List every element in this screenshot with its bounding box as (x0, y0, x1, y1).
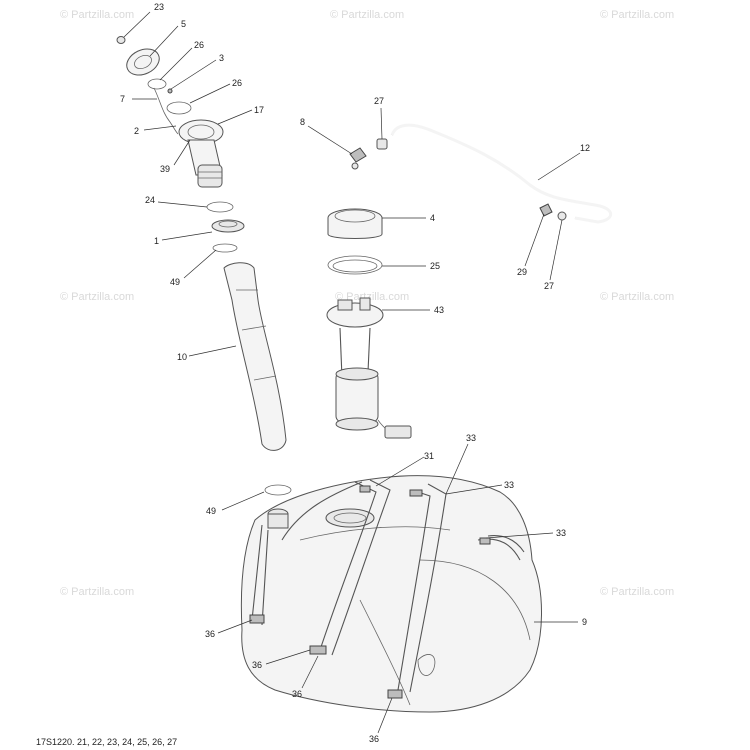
callout-26: 26 (232, 78, 242, 88)
part-filler-hose (223, 262, 287, 451)
callout-43: 43 (434, 305, 444, 315)
fuel-pump-assembly (326, 208, 412, 439)
callout-8: 8 (300, 117, 305, 127)
part-strap (251, 481, 363, 626)
watermark: © Partzilla.com (335, 291, 409, 303)
callout-49: 49 (206, 506, 216, 516)
callout-33: 33 (556, 528, 566, 538)
callout-25: 25 (430, 261, 440, 271)
part-clamp (264, 484, 292, 496)
callout-4: 4 (430, 213, 435, 223)
part-ring (206, 201, 234, 213)
callout-31: 31 (424, 451, 434, 461)
watermark: © Partzilla.com (60, 9, 134, 21)
callout-39: 39 (160, 164, 170, 174)
callout-29: 29 (517, 267, 527, 277)
callout-1: 1 (154, 236, 159, 246)
callout-36: 36 (369, 734, 379, 744)
part-check-valve (539, 203, 553, 217)
callout-36: 36 (205, 629, 215, 639)
callout-3: 3 (219, 53, 224, 63)
callout-10: 10 (177, 352, 187, 362)
callout-17: 17 (254, 105, 264, 115)
part-o-ring (147, 78, 167, 90)
part-tether (153, 87, 179, 135)
callout-36: 36 (292, 689, 302, 699)
watermark: © Partzilla.com (600, 9, 674, 21)
fuel-tank (240, 475, 542, 713)
watermark: © Partzilla.com (600, 291, 674, 303)
callout-24: 24 (145, 195, 155, 205)
callout-labels: 23 5 26 3 7 26 2 17 39 24 1 49 10 27 8 1… (120, 2, 590, 744)
part-strap (319, 479, 391, 656)
leader-lines (123, 11, 581, 734)
part-seal (327, 255, 383, 275)
part-strap (397, 483, 447, 693)
part-clamp (212, 243, 238, 253)
part-fitting (376, 138, 388, 150)
part-fuel-pump-module (326, 302, 384, 328)
watermark: © Partzilla.com (330, 9, 404, 21)
watermark: © Partzilla.com (60, 291, 134, 303)
part-screw (167, 88, 173, 94)
callout-2: 2 (134, 126, 139, 136)
part-valve (349, 147, 367, 163)
callout-33: 33 (504, 480, 514, 490)
callout-49: 49 (170, 277, 180, 287)
part-o-ring (166, 101, 192, 115)
callout-12: 12 (580, 143, 590, 153)
part-fuel-cap (126, 48, 160, 76)
watermark: © Partzilla.com (600, 586, 674, 598)
part-fitting (557, 211, 567, 221)
watermark: © Partzilla.com (60, 586, 134, 598)
callout-23: 23 (154, 2, 164, 12)
callout-26: 26 (194, 40, 204, 50)
callout-7: 7 (120, 94, 125, 104)
callout-36: 36 (252, 660, 262, 670)
part-nut (211, 219, 245, 233)
callout-9: 9 (582, 617, 587, 627)
callout-27: 27 (544, 281, 554, 291)
callout-27: 27 (374, 96, 384, 106)
part-plug (116, 36, 126, 44)
fuel-cap-assembly (116, 36, 245, 253)
callout-33: 33 (466, 433, 476, 443)
callout-5: 5 (181, 19, 186, 29)
part-vent-hose (391, 124, 612, 223)
vent-assembly (349, 123, 613, 224)
diagram-reference-code: 17S1220. 21, 22, 23, 24, 25, 26, 27 (36, 737, 178, 747)
